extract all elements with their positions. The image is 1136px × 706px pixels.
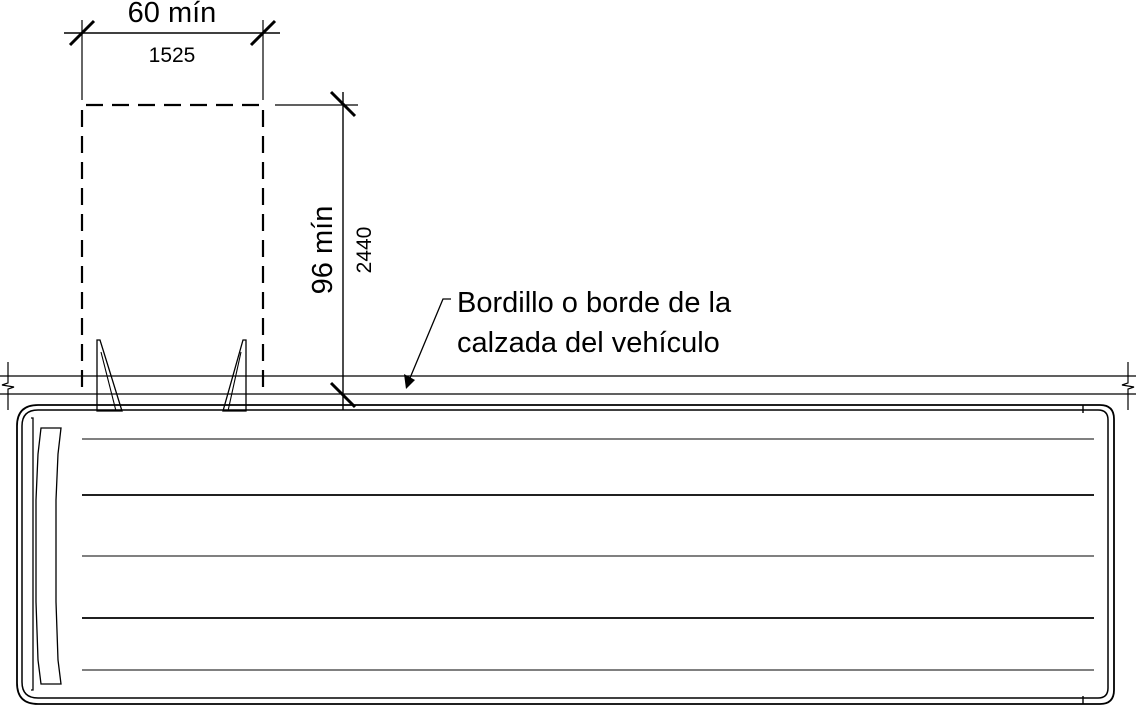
vehicle-bus bbox=[16, 404, 1115, 705]
curb-break-mark-right bbox=[1121, 362, 1135, 410]
length-dimension-imperial: 96 mín bbox=[307, 206, 339, 295]
width-dimension-metric: 1525 bbox=[149, 44, 196, 67]
bus-windshield bbox=[35, 427, 62, 685]
length-tick-top bbox=[329, 90, 357, 118]
callout-arrowhead bbox=[404, 374, 415, 389]
lift-rail-left-inner bbox=[100, 351, 117, 412]
lift-side-rails bbox=[96, 339, 247, 412]
bus-front-edge bbox=[31, 417, 34, 691]
width-tick-left bbox=[68, 19, 96, 47]
callout-text-line-2: calzada del vehículo bbox=[457, 327, 720, 359]
bus-body-inner-outline bbox=[21, 409, 1109, 699]
width-tick-right bbox=[249, 19, 277, 47]
length-tick-bottom bbox=[329, 381, 357, 409]
width-dimension: 60 mín 1525 bbox=[64, 0, 280, 100]
callout-text-line-1: Bordillo o borde de la bbox=[457, 287, 732, 319]
boarding-clear-space bbox=[80, 103, 265, 387]
callout-leader-line bbox=[409, 298, 451, 379]
lift-rail-right bbox=[222, 339, 247, 412]
length-dimension-metric: 2440 bbox=[353, 227, 376, 274]
bus-body-outline bbox=[16, 404, 1115, 705]
curb-break-mark-left bbox=[1, 362, 15, 410]
length-dimension: 96 mín 2440 bbox=[275, 90, 376, 410]
curb-edge bbox=[0, 362, 1136, 410]
width-dimension-imperial: 60 mín bbox=[128, 0, 217, 29]
lift-rail-left bbox=[96, 339, 123, 412]
lift-rail-right-inner bbox=[227, 351, 242, 412]
curb-callout: Bordillo o borde de la calzada del vehíc… bbox=[404, 287, 732, 389]
clear-space-dashed-outline bbox=[80, 103, 265, 387]
